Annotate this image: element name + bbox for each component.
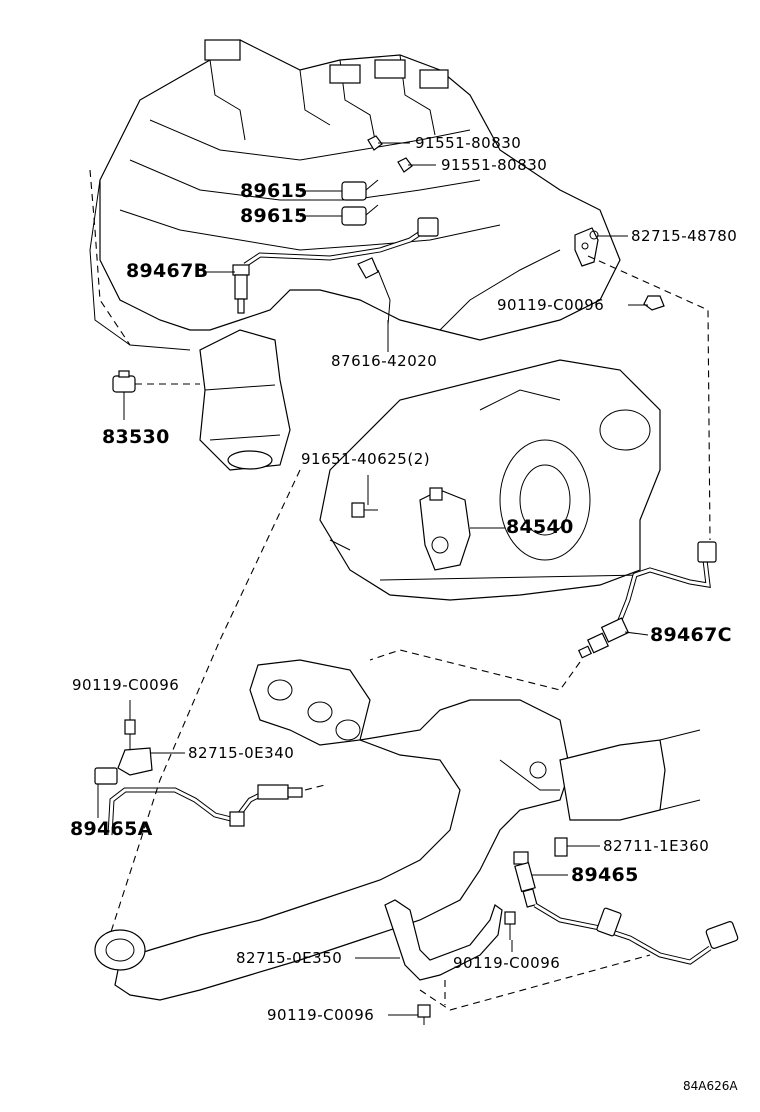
bolts-91551 [367, 135, 413, 173]
callout-87616-42020: 87616-42020 [331, 352, 438, 370]
callout-89615-b: 89615 [240, 205, 308, 227]
clip-87616 [357, 257, 391, 326]
callout-89465: 89465 [571, 864, 639, 886]
exhaust-manifold-converter [199, 329, 291, 471]
callout-90119-c0096-b: 90119-C0096 [72, 676, 180, 694]
callout-89465a: 89465A [70, 818, 153, 840]
callout-84540: 84540 [506, 516, 574, 538]
callout-82715-0e340: 82715-0E340 [188, 744, 295, 762]
knock-sensors [341, 179, 379, 226]
bracket-82715-0E350 [384, 899, 503, 981]
transmission-case [319, 359, 661, 601]
oxygen-sensor-89465 [513, 837, 739, 965]
oxygen-sensor-b [232, 217, 439, 314]
bracket-82715-48780 [574, 227, 599, 267]
callout-83530: 83530 [102, 426, 170, 448]
speed-sensor [112, 370, 200, 393]
callout-89615-a: 89615 [240, 180, 308, 202]
callout-91551-80830-b: 91551-80830 [441, 156, 548, 174]
bolt-90119-lower [417, 911, 516, 1025]
leader-lines [97, 142, 649, 1016]
callout-89467b: 89467B [126, 260, 209, 282]
callout-90119-c0096-c: 90119-C0096 [453, 954, 561, 972]
callout-82711-1e360: 82711-1E360 [603, 837, 710, 855]
callout-82715-48780: 82715-48780 [631, 227, 738, 245]
callout-91651-40625: 91651-40625(2) [301, 450, 431, 468]
diagram-code: 84A626A [683, 1079, 738, 1093]
oxygen-sensor-c [577, 541, 717, 659]
callout-89467c: 89467C [650, 624, 732, 646]
callout-91551-80830-a: 91551-80830 [415, 134, 522, 152]
callout-82715-0e350: 82715-0E350 [236, 949, 343, 967]
oxygen-sensor-89465a [94, 719, 303, 836]
neutral-start-switch [419, 487, 471, 571]
dashed-relation-lines [89, 169, 711, 1011]
bolt-90119-top [643, 295, 665, 311]
callout-90119-c0096-d: 90119-C0096 [267, 1006, 375, 1024]
callout-90119-c0096-a: 90119-C0096 [497, 296, 605, 314]
bolt-91651 [351, 502, 378, 518]
front-exhaust-pipe [94, 659, 701, 1001]
